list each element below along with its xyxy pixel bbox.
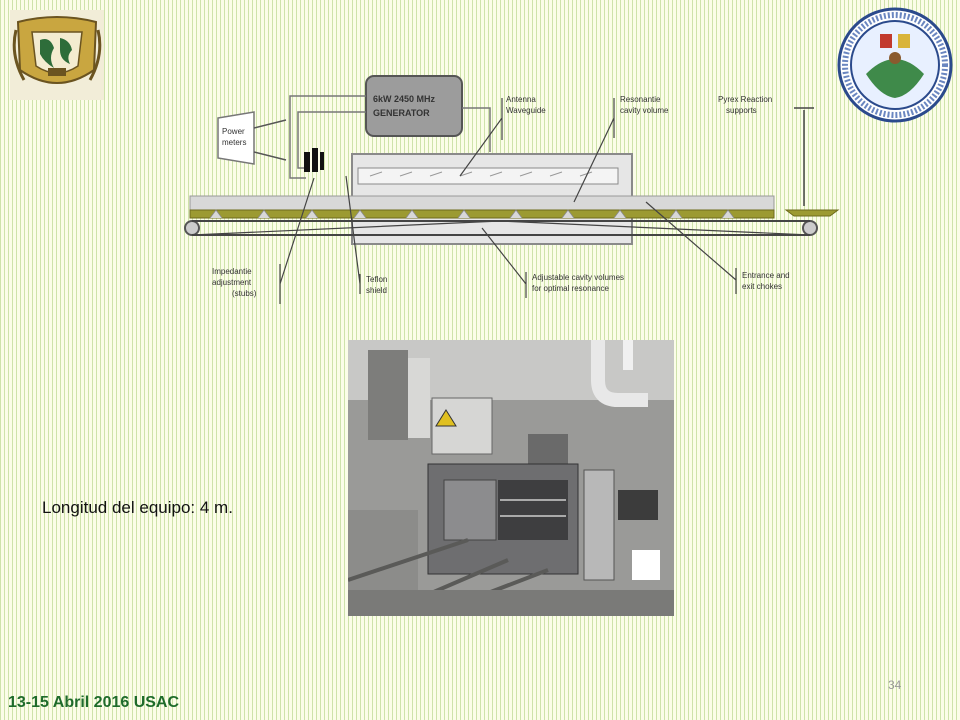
footer-date-label: 13-15 Abril 2016 USAC bbox=[8, 694, 180, 711]
adjustable-cavity-label-1: Adjustable cavity volumes bbox=[532, 273, 624, 282]
power-meters-label-1: Power bbox=[222, 127, 245, 136]
entrance-chokes-label-1: Entrance and bbox=[742, 271, 790, 280]
resonant-cavity-label-1: Resonantie bbox=[620, 95, 661, 104]
pyrex-supports-label-2: supports bbox=[726, 106, 757, 115]
equipment-photo bbox=[348, 340, 674, 616]
power-meters-label-2: meters bbox=[222, 138, 246, 147]
antenna-label-2: Waveguide bbox=[506, 106, 546, 115]
antenna-label-1: Antenna bbox=[506, 95, 536, 104]
usac-seal bbox=[836, 4, 954, 126]
impedance-label-2: adjustment bbox=[212, 278, 252, 287]
unam-logo bbox=[10, 10, 104, 100]
generator-label-1: 6kW 2450 MHz bbox=[373, 94, 436, 104]
pyrex-supports-label-1: Pyrex Reaction bbox=[718, 95, 772, 104]
impedance-label-3: (stubs) bbox=[232, 289, 257, 298]
page-number: 34 bbox=[888, 678, 902, 692]
entrance-chokes-label-2: exit chokes bbox=[742, 282, 782, 291]
impedance-label-1: Impedantie bbox=[212, 267, 252, 276]
generator-box bbox=[365, 75, 463, 137]
adjustable-cavity-label-2: for optimal resonance bbox=[532, 284, 609, 293]
generator-label-2: GENERATOR bbox=[373, 108, 430, 118]
microwave-reactor-diagram: 6kW 2450 MHz GENERATOR Power meters bbox=[170, 68, 846, 318]
teflon-shield-label-2: shield bbox=[366, 286, 387, 295]
resonant-cavity-label-2: cavity volume bbox=[620, 106, 669, 115]
teflon-shield-label-1: Teflon bbox=[366, 275, 387, 284]
equipment-length-caption: Longitud del equipo: 4 m. bbox=[42, 498, 233, 517]
